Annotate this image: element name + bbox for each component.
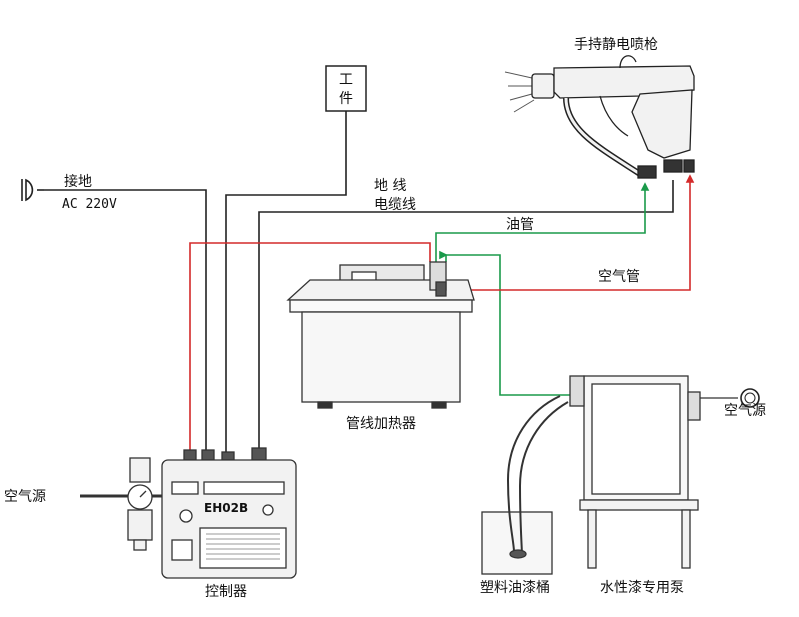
air-pipe — [189, 174, 695, 458]
workpiece-label-2: 件 — [339, 91, 353, 107]
ground-wire-label: 地 线 — [374, 178, 406, 194]
wires — [44, 111, 674, 458]
controller-label: 控制器 — [205, 584, 247, 600]
cable-label: 电缆线 — [374, 197, 416, 213]
spray-gun-label: 手持静电喷枪 — [574, 36, 658, 53]
ac-power-label: AC 220V — [62, 197, 117, 212]
paint-bucket — [481, 395, 569, 575]
ground-power-wire — [44, 189, 207, 458]
oil-pipe — [435, 182, 650, 396]
oil-pipe-label: 油管 — [506, 217, 534, 233]
air-source-left-label: 空气源 — [4, 489, 46, 505]
air-source-right-label: 空气源 — [724, 403, 766, 419]
ground-wire — [225, 111, 347, 458]
air-source-ring-inner — [744, 392, 756, 404]
controller — [161, 447, 297, 579]
workpiece: 工 件 — [325, 65, 367, 112]
bucket-label: 塑料油漆桶 — [480, 580, 550, 596]
heater — [286, 261, 475, 409]
ground-label: 接地 — [64, 173, 92, 190]
power-plug-icon — [21, 178, 44, 202]
pump-label: 水性漆专用泵 — [600, 580, 684, 596]
spray-gun — [504, 55, 695, 179]
air-source-ring-icon — [740, 388, 760, 408]
filter-regulator — [80, 457, 162, 551]
workpiece-label-1: 工 — [339, 72, 353, 88]
cable-wire — [258, 180, 674, 452]
air-pipe-label: 空气管 — [598, 269, 640, 285]
heater-label: 管线加热器 — [346, 416, 416, 432]
water-paint-pump — [569, 375, 738, 569]
controller-model-label: EH02B — [204, 501, 248, 515]
